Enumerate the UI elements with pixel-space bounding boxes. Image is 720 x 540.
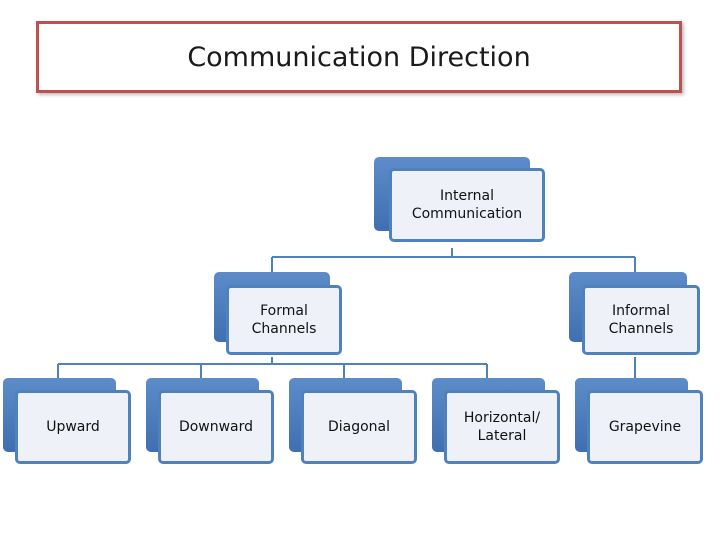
node-label: Downward: [158, 390, 274, 464]
node-label: Informal Channels: [582, 285, 700, 355]
node-label: Upward: [15, 390, 131, 464]
title-box: Communication Direction: [36, 21, 682, 93]
diagram-title: Communication Direction: [187, 41, 531, 73]
connector-formal-to-children: [57, 357, 488, 378]
node-label: Grapevine: [587, 390, 703, 464]
connector-internal-to-channels: [271, 248, 636, 272]
node-label: Internal Communication: [389, 168, 545, 242]
node-label: Horizontal/ Lateral: [444, 390, 560, 464]
node-label: Diagonal: [301, 390, 417, 464]
node-label: Formal Channels: [226, 285, 342, 355]
